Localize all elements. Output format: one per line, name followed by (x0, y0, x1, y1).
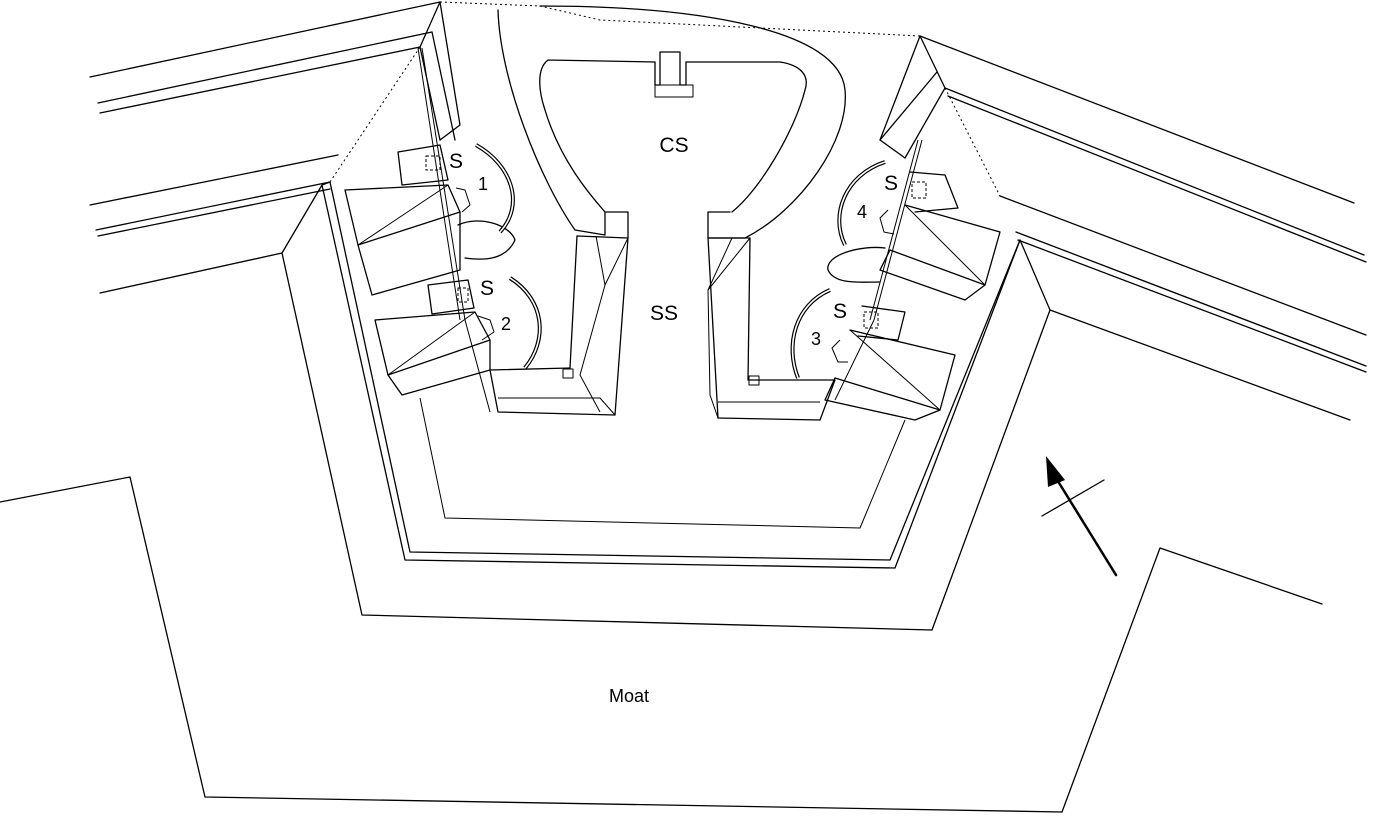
label-moat: Moat (609, 686, 649, 706)
arrowhead-icon (1046, 456, 1065, 487)
inner-flank-walls (417, 47, 923, 413)
label-cs: CS (659, 134, 688, 157)
central-courtyard (497, 5, 846, 239)
label-s1: S (449, 150, 463, 173)
right-bastion-wall (879, 35, 946, 159)
right-casemates (824, 171, 1001, 421)
left-curtain (89, 1, 441, 237)
north-arrow (1041, 456, 1118, 577)
label-num-1: 1 (478, 174, 488, 194)
label-s2: S (480, 277, 494, 300)
label-s4: S (884, 172, 898, 195)
left-casemates (344, 144, 516, 396)
secondary-courtyard (489, 235, 836, 421)
label-num-2: 2 (501, 314, 511, 334)
left-bastion-wall (419, 1, 461, 141)
label-s3: S (833, 300, 847, 323)
outer-wall (99, 181, 1351, 631)
label-ss: SS (650, 302, 678, 325)
moat-outline (0, 476, 1323, 813)
label-num-3: 3 (811, 329, 821, 349)
right-curtain (919, 35, 1367, 373)
gallery-arcs (475, 143, 886, 379)
label-num-4: 4 (857, 202, 867, 222)
